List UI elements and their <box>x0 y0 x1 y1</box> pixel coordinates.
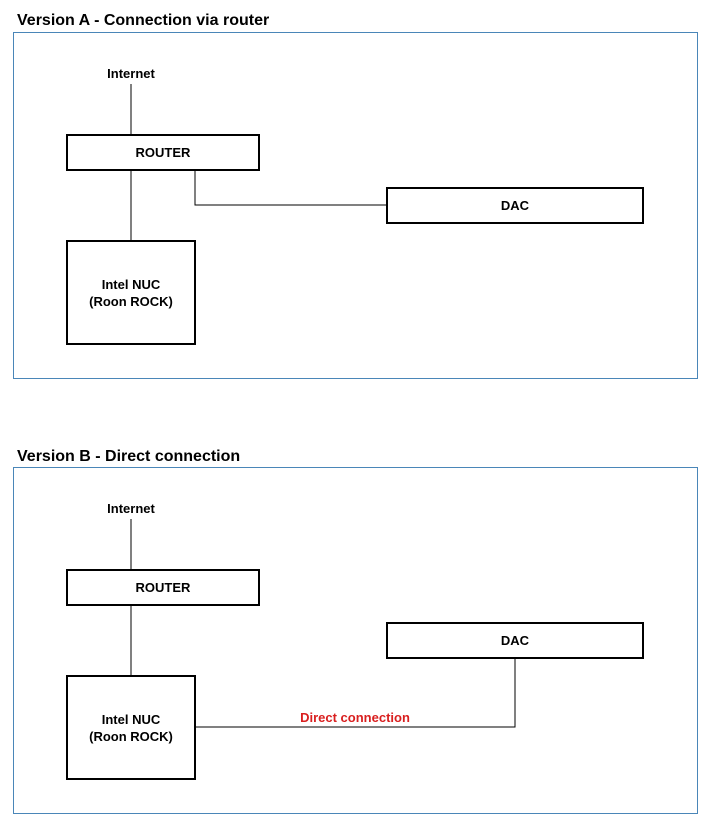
b-direct-connection-label: Direct connection <box>300 710 410 725</box>
a-dac-box: DAC <box>386 187 644 224</box>
a-internet-label: Internet <box>107 66 155 81</box>
version-b-title: Version B - Direct connection <box>17 448 241 465</box>
a-dac-label: DAC <box>500 198 530 213</box>
b-dac-label: DAC <box>500 633 530 648</box>
a-router-dac-line <box>194 170 387 206</box>
version-b-panel <box>13 467 698 814</box>
a-router-label: ROUTER <box>135 145 191 160</box>
b-router-box: ROUTER <box>66 569 260 606</box>
b-internet-label: Internet <box>107 501 155 516</box>
b-dac-box: DAC <box>386 622 644 659</box>
version-a-panel <box>13 32 698 379</box>
a-nuc-box: Intel NUC (Roon ROCK) <box>66 240 196 345</box>
b-direct-connection-line <box>195 658 516 728</box>
version-a-title: Version A - Connection via router <box>17 12 270 29</box>
a-router-box: ROUTER <box>66 134 260 171</box>
b-nuc-label: Intel NUC (Roon ROCK) <box>89 711 173 744</box>
a-nuc-label: Intel NUC (Roon ROCK) <box>89 276 173 309</box>
b-nuc-box: Intel NUC (Roon ROCK) <box>66 675 196 780</box>
b-router-label: ROUTER <box>135 580 191 595</box>
